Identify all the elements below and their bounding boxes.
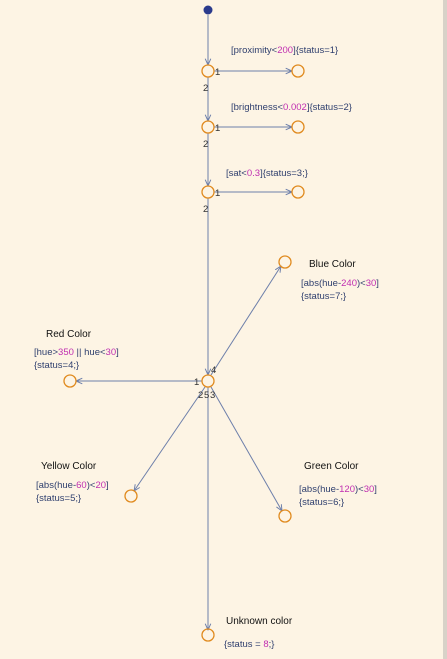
yellow-color-action[interactable]: {status=5;}	[36, 493, 81, 504]
blue-color-action[interactable]: {status=7;}	[301, 291, 346, 302]
hub-port-blue: 4	[211, 365, 216, 376]
red-color-condition[interactable]: [hue>350 || hue<30]	[34, 347, 119, 358]
blue-color-title: Blue Color	[309, 259, 356, 270]
junction-check-3[interactable]	[201, 185, 215, 199]
outcome-unknown: Unknown color {status = 8;}	[224, 616, 293, 650]
default-transition-dot	[203, 5, 213, 15]
junction-unknown[interactable]	[201, 628, 215, 642]
condition-text: ]	[374, 484, 377, 495]
junction-status-3[interactable]	[291, 185, 305, 199]
check-2-condition[interactable]: [brightness<0.002]{status=2}	[231, 102, 352, 113]
condition-text: )<	[355, 484, 364, 495]
outcome-green: Green Color [abs(hue-120)<30] {status=6;…	[299, 461, 377, 508]
check-3-port-two: 2	[203, 204, 208, 215]
junction-yellow[interactable]	[124, 489, 138, 503]
condition-number: 200	[277, 45, 293, 56]
condition-text: ]{status=3;}	[260, 168, 308, 179]
green-color-action[interactable]: {status=6;}	[299, 497, 344, 508]
junctions	[63, 64, 305, 642]
condition-number: 0.002	[283, 102, 307, 113]
condition-text: [abs(hue-	[36, 480, 76, 491]
check-1-port-two: 2	[203, 83, 208, 94]
check-2-port-one: 1	[215, 123, 220, 134]
junction-green[interactable]	[278, 509, 292, 523]
check-3: [sat<0.3]{status=3;} 1 2	[203, 168, 308, 215]
unknown-color-action[interactable]: {status = 8;}	[224, 639, 274, 650]
hub-to-green[interactable]	[210, 386, 282, 511]
condition-text: [sat<	[226, 168, 247, 179]
check-3-port-one: 1	[215, 188, 220, 199]
junction-status-2[interactable]	[291, 120, 305, 134]
green-color-title: Green Color	[304, 461, 359, 472]
check-1-port-one: 1	[215, 67, 220, 78]
junction-check-2[interactable]	[201, 120, 215, 134]
condition-number: 30	[366, 278, 377, 289]
condition-text: [abs(hue-	[299, 484, 339, 495]
red-color-title: Red Color	[46, 329, 92, 340]
blue-color-condition[interactable]: [abs(hue-240)<30]	[301, 278, 379, 289]
yellow-color-condition[interactable]: [abs(hue-60)<20]	[36, 480, 109, 491]
check-1-condition[interactable]: [proximity<200]{status=1}	[231, 45, 338, 56]
condition-text: [brightness<	[231, 102, 283, 113]
condition-number: 350	[58, 347, 74, 358]
condition-number: 30	[106, 347, 117, 358]
hub-port-red: 1	[194, 377, 199, 388]
condition-text: ]{status=2}	[307, 102, 352, 113]
condition-text: ;}	[269, 639, 275, 650]
junction-check-1[interactable]	[201, 64, 215, 78]
condition-number: 60	[76, 480, 87, 491]
window-edge	[443, 0, 447, 659]
check-2-port-two: 2	[203, 139, 208, 150]
junction-blue[interactable]	[278, 255, 292, 269]
condition-text: || hue<	[74, 347, 106, 358]
condition-text: [proximity<	[231, 45, 278, 56]
hub-port-unknown: 5	[204, 390, 209, 401]
condition-number: 120	[339, 484, 355, 495]
junction-red[interactable]	[63, 374, 77, 388]
hub-port-labels: 1 4 2 5 3	[194, 365, 216, 401]
hub-port-green: 3	[210, 390, 215, 401]
outcome-blue: Blue Color [abs(hue-240)<30] {status=7;}	[301, 259, 379, 302]
hub-port-yellow: 2	[198, 390, 203, 401]
red-color-action[interactable]: {status=4;}	[34, 360, 79, 371]
check-3-condition[interactable]: [sat<0.3]{status=3;}	[226, 168, 308, 179]
condition-text: ]{status=1}	[293, 45, 338, 56]
outcome-yellow: Yellow Color [abs(hue-60)<20] {status=5;…	[36, 461, 109, 504]
yellow-color-title: Yellow Color	[41, 461, 97, 472]
transition-lines	[76, 15, 292, 630]
condition-text: ]	[116, 347, 119, 358]
check-1: [proximity<200]{status=1} 1 2	[203, 45, 338, 94]
condition-text: [abs(hue-	[301, 278, 341, 289]
junction-status-1[interactable]	[291, 64, 305, 78]
condition-text: ]	[106, 480, 109, 491]
check-2: [brightness<0.002]{status=2} 1 2	[203, 102, 352, 150]
condition-number: 0.3	[247, 168, 260, 179]
unknown-color-title: Unknown color	[226, 616, 293, 627]
condition-number: 8	[263, 639, 268, 650]
condition-text: [hue>	[34, 347, 58, 358]
condition-number: 20	[95, 480, 106, 491]
condition-number: 30	[364, 484, 375, 495]
green-color-condition[interactable]: [abs(hue-120)<30]	[299, 484, 377, 495]
condition-text: )<	[87, 480, 96, 491]
junction-hub[interactable]	[201, 374, 215, 388]
condition-text: ]	[376, 278, 379, 289]
condition-number: 240	[341, 278, 357, 289]
condition-text: )<	[357, 278, 366, 289]
outcome-red: Red Color [hue>350 || hue<30] {status=4;…	[34, 329, 119, 371]
hub-to-blue[interactable]	[210, 266, 281, 376]
hub-to-yellow[interactable]	[134, 386, 206, 491]
condition-text: {status =	[224, 639, 263, 650]
